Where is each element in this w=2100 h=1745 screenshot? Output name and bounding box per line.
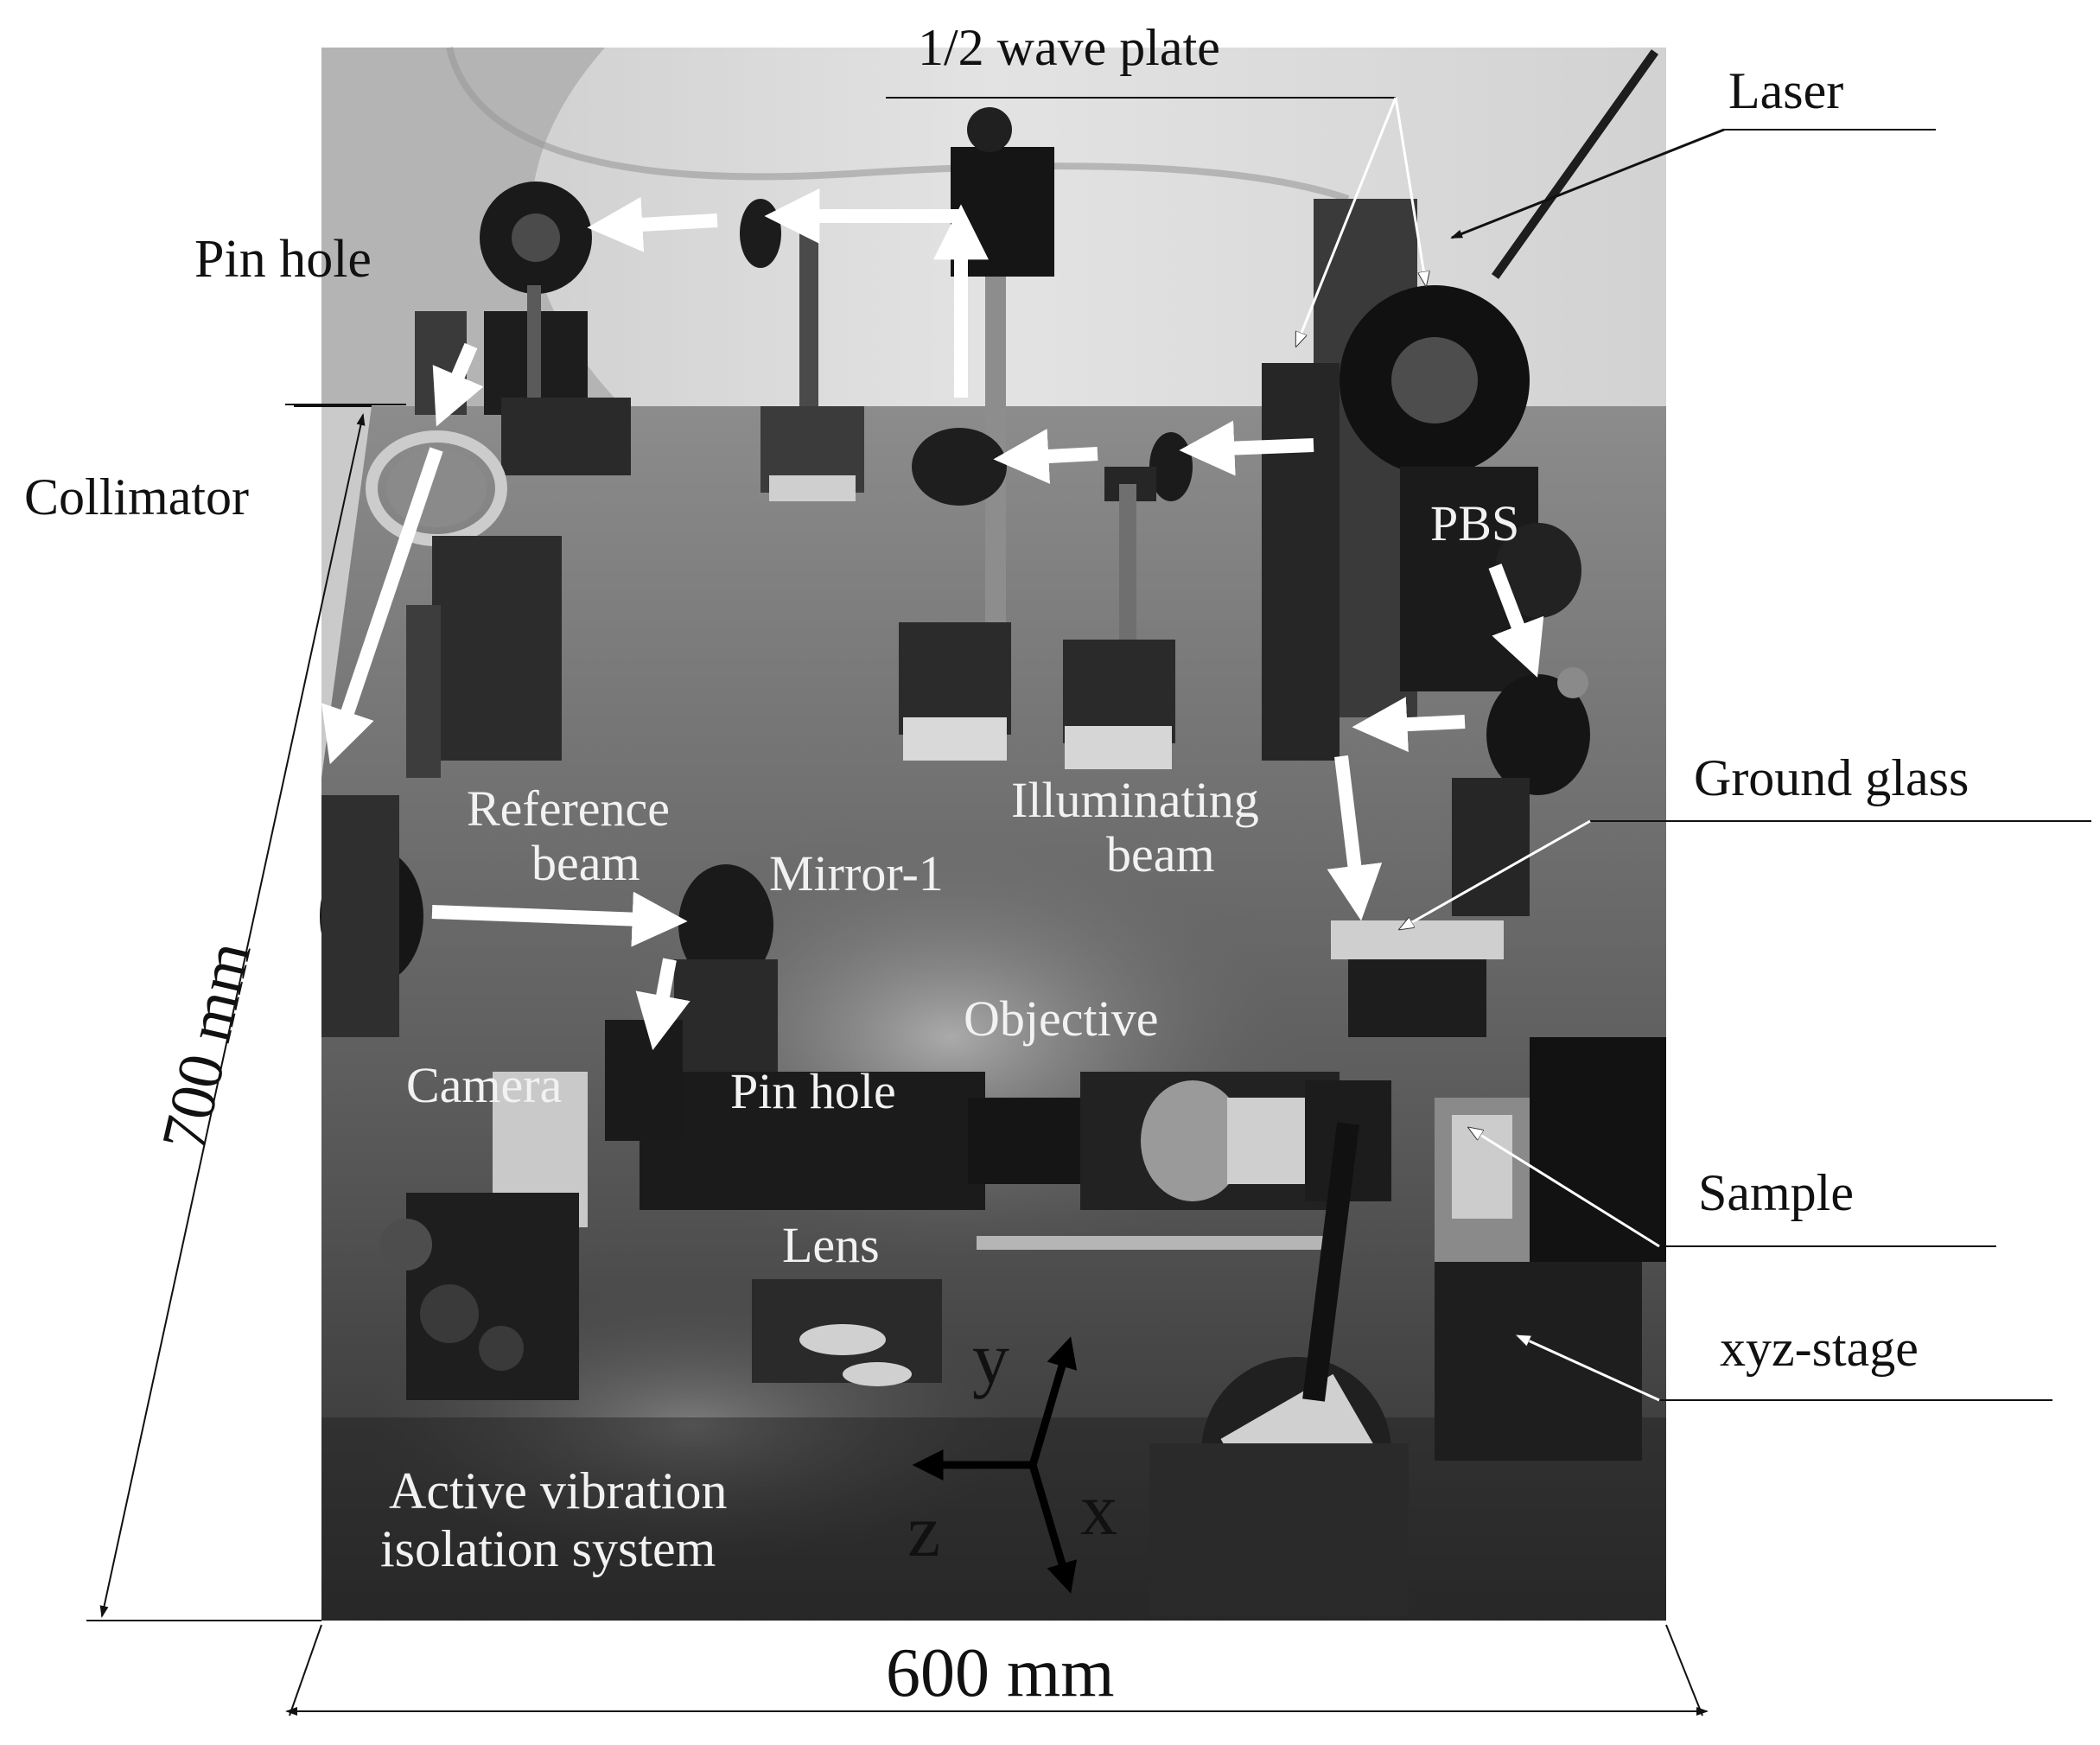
- beam-arrow: [635, 958, 690, 1051]
- leader-line: [1450, 128, 1725, 239]
- label-height-dimension: 700 mm: [149, 935, 265, 1157]
- leader-line: [1469, 1128, 1660, 1248]
- label-active-vibration-2: isolation system: [380, 1520, 716, 1577]
- coordinate-axes: [912, 1336, 1078, 1594]
- label-ground-glass: Ground glass: [1694, 749, 1969, 806]
- label-pin-hole-top: Pin hole: [194, 230, 372, 289]
- text-labels: 1/2 wave plate Laser Pin hole Collimator…: [24, 19, 1969, 1711]
- camera-body: [380, 1072, 588, 1400]
- beam-arrow: [432, 342, 484, 427]
- x-axis-arrow: [1028, 1463, 1078, 1594]
- label-active-vibration-1: Active vibration: [389, 1462, 728, 1519]
- label-wave-plate: 1/2 wave plate: [918, 19, 1220, 76]
- beam-arrow: [1488, 564, 1544, 678]
- beam-arrow: [1327, 755, 1383, 921]
- label-pin-hole-mid: Pin hole: [730, 1063, 896, 1119]
- label-illuminating-beam-1: Illuminating: [1011, 772, 1259, 828]
- label-width-dimension: 600 mm: [886, 1635, 1114, 1711]
- leader-line: [1394, 97, 1426, 285]
- label-reference-beam-1: Reference: [467, 780, 670, 837]
- label-axis-x: x: [1080, 1468, 1117, 1551]
- beam-path-arrows: [321, 188, 1544, 1051]
- label-sample: Sample: [1698, 1164, 1854, 1221]
- label-collimator: Collimator: [24, 468, 249, 525]
- label-illuminating-beam-2: beam: [1106, 826, 1215, 882]
- label-laser: Laser: [1728, 62, 1843, 119]
- label-objective: Objective: [964, 990, 1158, 1047]
- label-lens: Lens: [782, 1217, 880, 1273]
- label-mirror-1: Mirror-1: [769, 845, 944, 901]
- beam-arrow: [1352, 697, 1466, 753]
- beam-arrow: [993, 429, 1098, 484]
- y-axis-arrow: [1028, 1336, 1078, 1467]
- label-xyz-stage: xyz-stage: [1720, 1320, 1919, 1377]
- laser-assembly: [1262, 49, 1659, 761]
- leader-line: [1517, 1335, 1660, 1402]
- label-axis-z: z: [907, 1489, 940, 1572]
- label-camera: Camera: [406, 1057, 562, 1113]
- label-axis-y: y: [972, 1316, 1009, 1399]
- beam-arrow: [1179, 420, 1314, 476]
- leader-line: [1295, 97, 1397, 346]
- photo: [320, 47, 1666, 1621]
- beam-arrow: [431, 891, 688, 947]
- leader-lines: [285, 97, 2091, 1402]
- height-dimension-arrow: [99, 413, 366, 1618]
- leader-line: [1400, 819, 1591, 929]
- mirror-1-mount: [674, 864, 778, 1072]
- sample-stage: [1149, 920, 1666, 1616]
- pinhole-mount-top: [415, 182, 631, 475]
- wall-curve: [446, 47, 1350, 202]
- label-pbs: PBS: [1430, 495, 1519, 551]
- label-reference-beam-2: beam: [531, 835, 640, 891]
- beam-arrow: [587, 196, 718, 252]
- dimension-lines: [86, 405, 1709, 1716]
- waveplate-post-2: [1063, 432, 1193, 769]
